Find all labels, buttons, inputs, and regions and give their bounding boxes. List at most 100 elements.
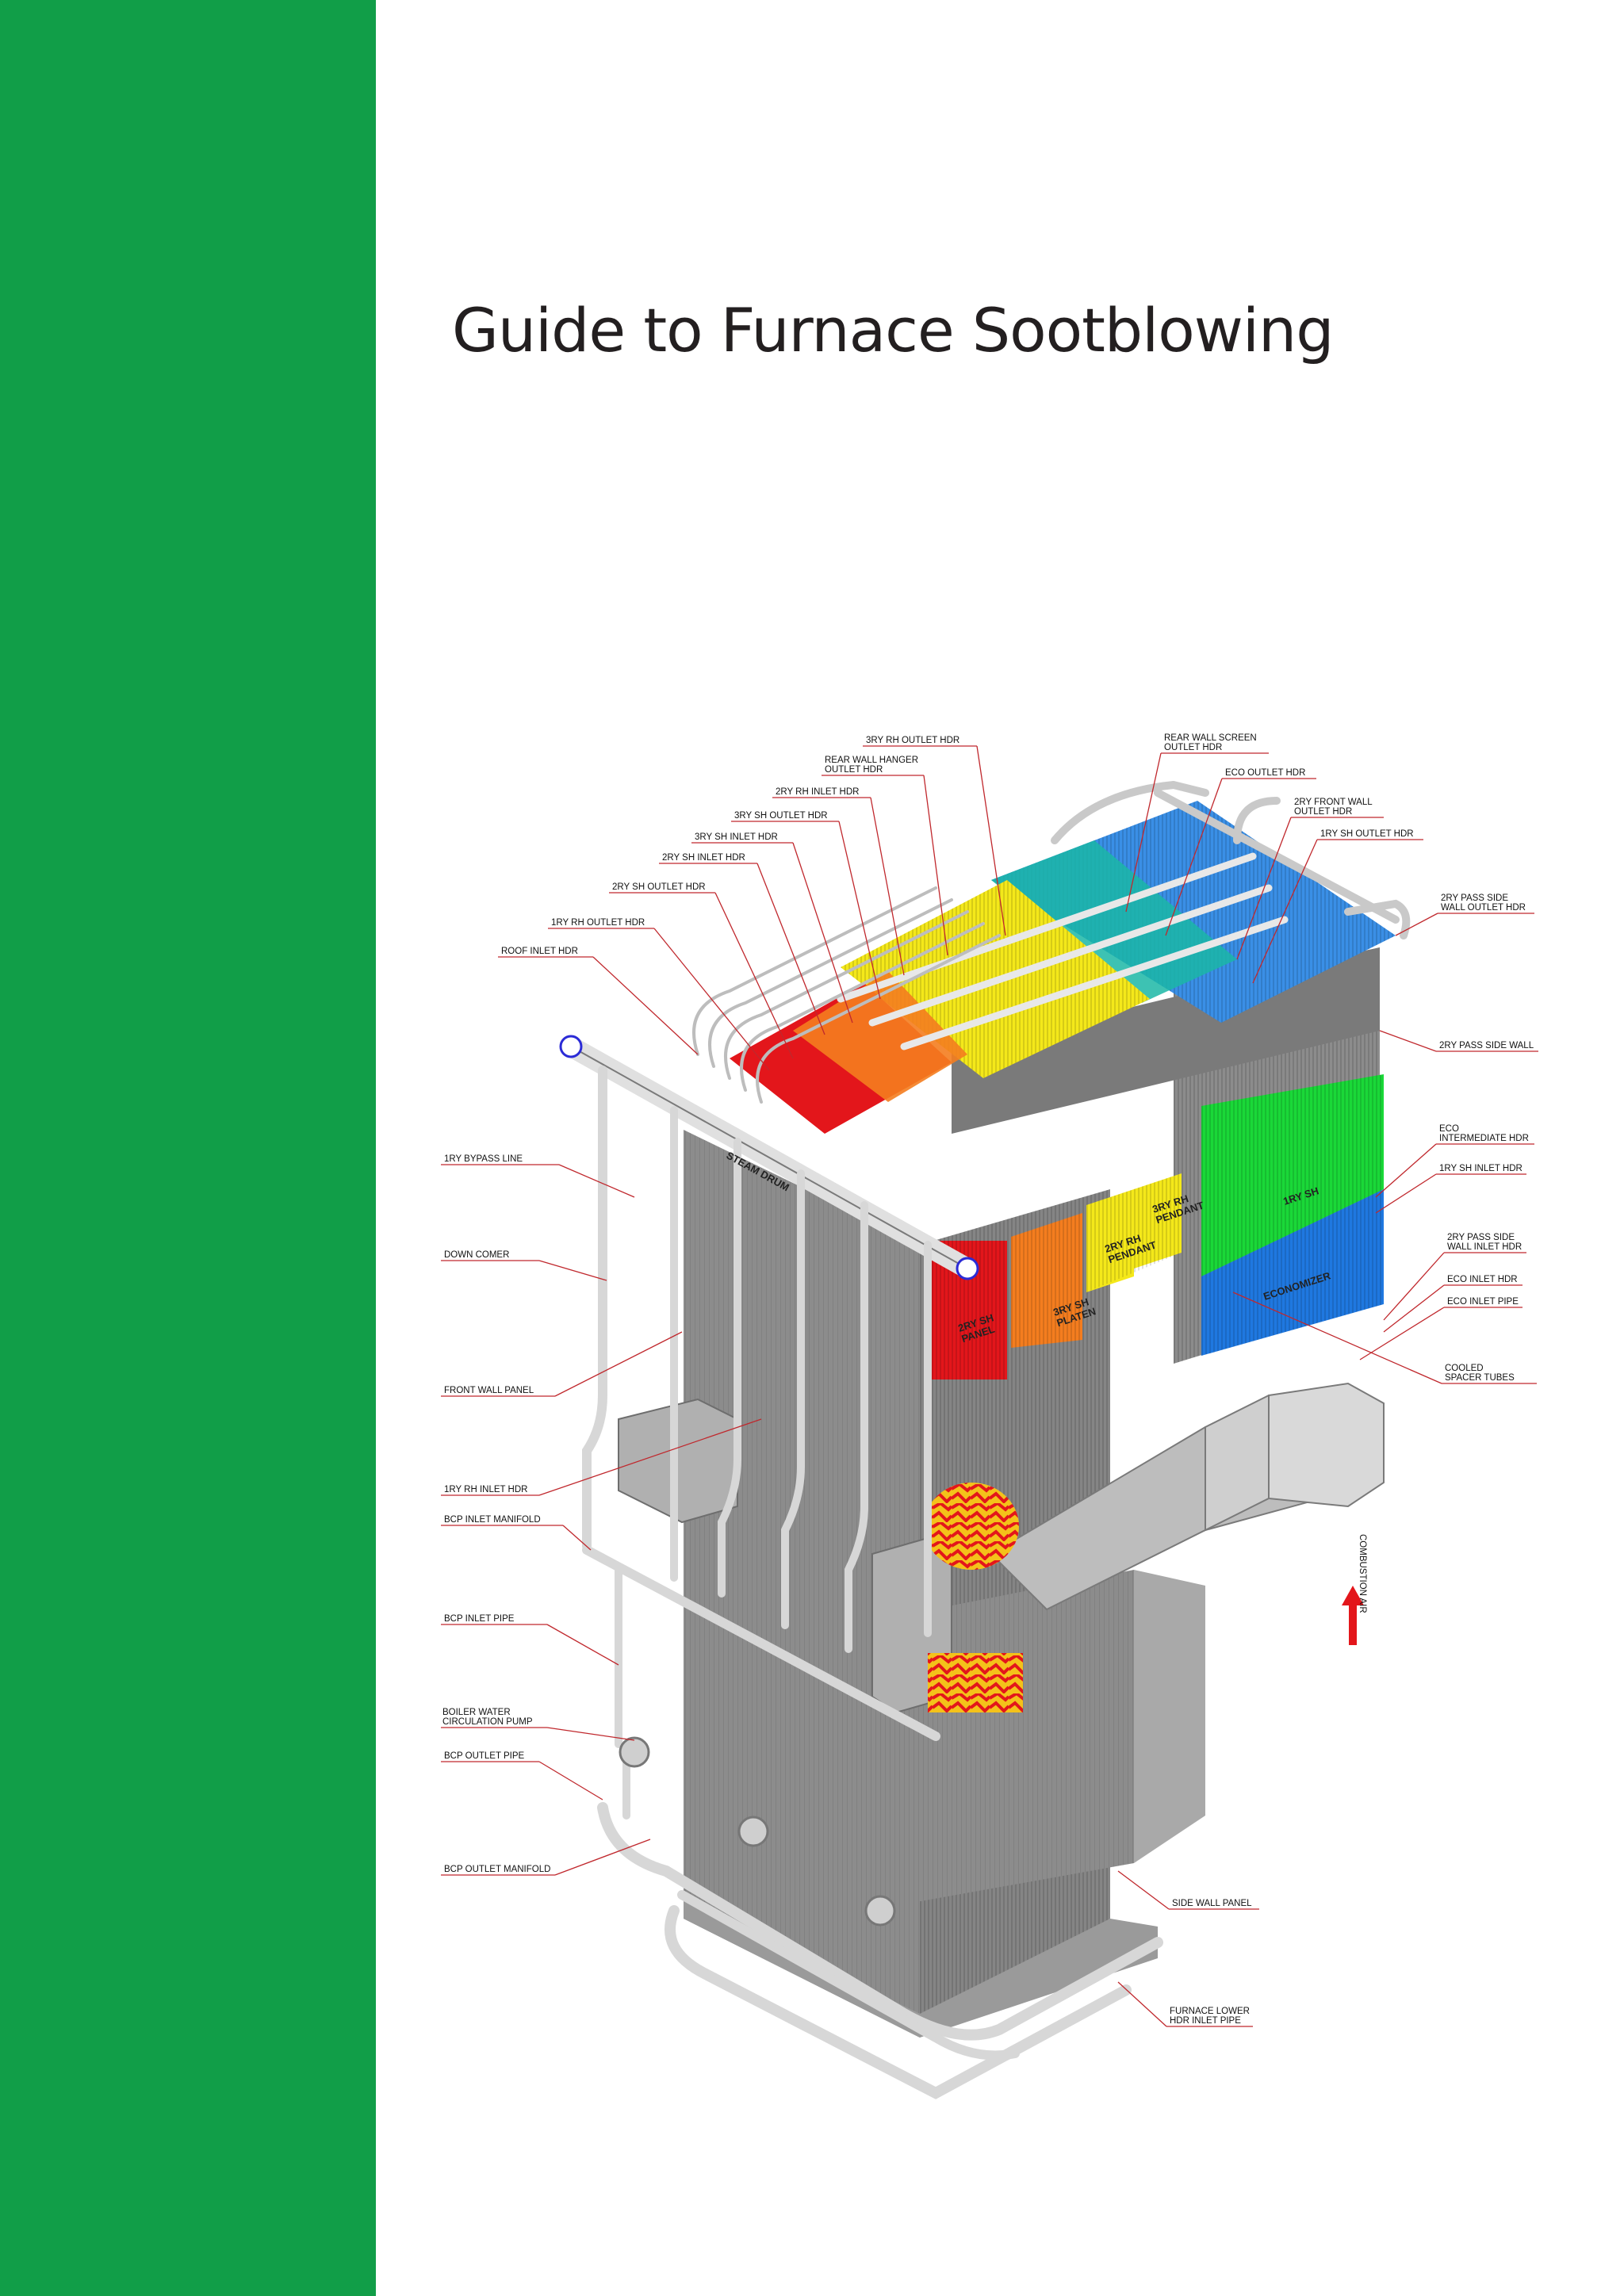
callout: 2RY SH OUTLET HDR bbox=[609, 882, 794, 1059]
callout-leader-line bbox=[1375, 1173, 1437, 1214]
callout-leader-line bbox=[1236, 817, 1292, 960]
callout-leader-line bbox=[546, 1727, 635, 1741]
callout: ECO OUTLET HDR bbox=[1165, 768, 1316, 936]
callout-leader-line bbox=[1383, 1252, 1445, 1321]
callout-label: SIDE WALL PANEL bbox=[1172, 1899, 1252, 1908]
callout-label: 3RY SH INLET HDR bbox=[695, 832, 778, 842]
callout-leader-line bbox=[653, 928, 770, 1071]
callout-leader-line bbox=[1165, 778, 1223, 936]
callout-leader-line bbox=[1359, 1307, 1445, 1360]
callout: 1RY RH INLET HDR bbox=[441, 1418, 762, 1496]
callout: 3RY RH OUTLET HDR bbox=[863, 736, 1006, 936]
callout-label: ECO OUTLET HDR bbox=[1225, 768, 1305, 778]
callout-label: ROOF INLET HDR bbox=[501, 947, 578, 956]
combustion-air-label: COMBUSTION AIR bbox=[1358, 1534, 1367, 1613]
callout-label: ECO INLET HDR bbox=[1447, 1275, 1518, 1284]
callout-label: 1RY BYPASS LINE bbox=[444, 1154, 523, 1164]
callout-leader-line bbox=[756, 863, 825, 1035]
callout-label: 3RY SH OUTLET HDR bbox=[734, 811, 828, 821]
bcp-outlet-manifold bbox=[597, 1802, 1163, 2041]
callout-label: ECO INLET PIPE bbox=[1447, 1297, 1519, 1307]
callout-leader-line bbox=[1383, 1284, 1445, 1333]
callout: ROOF INLET HDR bbox=[498, 947, 699, 1055]
callout-leader-line bbox=[558, 1164, 635, 1198]
callout-label: BCP OUTLET PIPE bbox=[444, 1751, 525, 1761]
callout-label: 2RY PASS SIDE WALL bbox=[1439, 1041, 1534, 1050]
callout-leader-line bbox=[1232, 1292, 1442, 1384]
callout-leader-line bbox=[1125, 752, 1162, 913]
callout-leader-line bbox=[546, 1624, 619, 1666]
callout: BCP INLET PIPE bbox=[441, 1614, 619, 1666]
callout-leader-line bbox=[592, 956, 699, 1055]
page-title: Guide to Furnace Sootblowing bbox=[452, 295, 1334, 365]
callout: 2RY RH INLET HDR bbox=[772, 787, 905, 976]
callout: FRONT WALL PANEL bbox=[441, 1331, 683, 1397]
callout-leader-line bbox=[838, 821, 881, 1000]
green-sidebar bbox=[0, 0, 376, 2296]
callout-label: 3RY RH OUTLET HDR bbox=[866, 736, 959, 745]
callout-leader-line bbox=[554, 1839, 651, 1876]
callout-label: 2RY SH OUTLET HDR bbox=[612, 882, 706, 892]
pipework bbox=[559, 780, 1411, 2099]
callout-leader-line bbox=[870, 797, 905, 976]
callout: BCP INLET MANIFOLD bbox=[441, 1515, 592, 1551]
callout-leader-line bbox=[714, 892, 794, 1059]
callout-label: 1RY SH INLET HDR bbox=[1439, 1164, 1522, 1173]
callout-label: BCP INLET MANIFOLD bbox=[444, 1515, 541, 1525]
callout: DOWN COMER bbox=[441, 1250, 607, 1281]
callout-label: FRONT WALL PANEL bbox=[444, 1386, 534, 1395]
bcp-pump bbox=[619, 1736, 650, 1768]
callout-leader-line bbox=[1117, 1870, 1170, 1910]
callout: SIDE WALL PANEL bbox=[1117, 1870, 1259, 1910]
callout: 1RY SH INLET HDR bbox=[1375, 1164, 1526, 1214]
callout-label: 1RY SH OUTLET HDR bbox=[1320, 829, 1414, 839]
callout-label: 1RY RH OUTLET HDR bbox=[551, 918, 645, 928]
callout-leader-line bbox=[923, 775, 948, 956]
callout-leader-line bbox=[538, 1418, 762, 1496]
combustion-air-arrow: COMBUSTION AIR bbox=[1342, 1534, 1367, 1645]
down-comer bbox=[582, 1066, 607, 1551]
callout: BCP OUTLET PIPE bbox=[441, 1751, 603, 1800]
callout-leader-line bbox=[976, 745, 1006, 936]
callout: 1RY BYPASS LINE bbox=[441, 1154, 635, 1198]
burner-flame-lower bbox=[928, 1653, 1023, 1712]
callout: ECO INLET PIPE bbox=[1359, 1297, 1522, 1360]
callout: 2RY SH INLET HDR bbox=[659, 853, 825, 1035]
callout-leader-line bbox=[538, 1260, 607, 1281]
callout-leader-line bbox=[792, 842, 853, 1024]
callout: 2RY PASS SIDE WALL bbox=[1379, 1030, 1538, 1052]
furnace-lower-header bbox=[665, 1905, 1132, 2099]
callout-leader-line bbox=[1395, 913, 1438, 936]
callout-leader-line bbox=[554, 1331, 683, 1397]
bcp-inlet-manifold bbox=[582, 1545, 940, 1741]
callout-leader-line bbox=[1375, 1143, 1437, 1198]
burner-flame-upper bbox=[924, 1483, 1019, 1570]
callout-label: DOWN COMER bbox=[444, 1250, 509, 1260]
roof-teal bbox=[991, 840, 1237, 1003]
callout: 3RY SH INLET HDR bbox=[691, 832, 853, 1024]
callout: 1RY RH OUTLET HDR bbox=[548, 918, 770, 1071]
callout: ECO INLET HDR bbox=[1383, 1275, 1522, 1333]
callout-label: BCP INLET PIPE bbox=[444, 1614, 515, 1624]
callout-leader-line bbox=[1379, 1030, 1437, 1052]
callout-leader-line bbox=[1252, 839, 1318, 984]
